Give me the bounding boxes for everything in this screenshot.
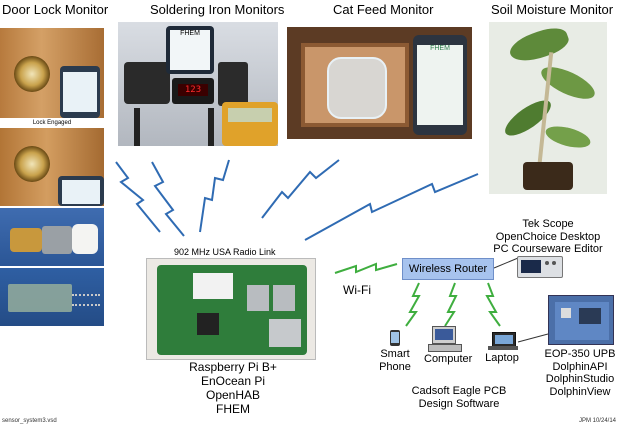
pi-label-raspberry: Raspberry Pi B+ xyxy=(189,360,277,374)
title-soil-moisture-monitor: Soil Moisture Monitor xyxy=(491,2,614,17)
eop-board-photo xyxy=(548,295,614,345)
raspberry-pi-photo xyxy=(146,258,316,360)
wifi-label: Wi-Fi xyxy=(343,283,371,297)
pi-label-enocean: EnOcean Pi xyxy=(200,374,266,388)
tek-label-openchoice: OpenChoice Desktop xyxy=(495,230,601,243)
wifi-bolt-laptop xyxy=(485,282,501,327)
soldering-phone-screen: FHEM xyxy=(170,30,210,70)
soldering-iron-photo: 123 FHEM xyxy=(118,22,278,146)
radio-link-label: 902 MHz USA Radio Link xyxy=(174,247,276,257)
radio-bolt-cat-feed xyxy=(261,159,340,219)
title-soldering-iron-monitors: Soldering Iron Monitors xyxy=(150,2,285,17)
sensor-module-photo xyxy=(0,208,104,266)
radio-bolt-soldering-1 xyxy=(151,161,185,237)
computer-label: Computer xyxy=(424,353,473,365)
smartphone-label: Smart Phone xyxy=(372,348,418,373)
deadbolt-icon xyxy=(14,56,50,92)
laptop-to-eop-line xyxy=(517,333,549,343)
eop-label-dolphinstudio: DolphinStudio xyxy=(545,373,615,385)
footer-filename: sensor_system3.vsd xyxy=(2,418,57,424)
door-lock-phone xyxy=(60,66,100,118)
router-to-scope-line xyxy=(493,257,519,269)
tek-label-courseware: PC Courseware Editor xyxy=(493,243,603,255)
pi-label-openhab: OpenHAB xyxy=(205,388,261,402)
door-lock-photo-engaged xyxy=(0,128,104,206)
wifi-bolt-smartphone xyxy=(405,282,421,327)
soldering-temperature-display: 123 xyxy=(178,84,208,96)
computer-icon xyxy=(428,326,462,352)
radio-bolt-soldering-2 xyxy=(199,159,230,233)
smartphone-icon xyxy=(390,330,400,346)
wifi-bolt-pi xyxy=(334,262,398,274)
soil-moisture-photo xyxy=(489,22,607,194)
tek-scope-labels: Tek Scope OpenChoice Desktop PC Coursewa… xyxy=(488,218,608,256)
wireless-router-box: Wireless Router xyxy=(402,258,494,280)
cat-feed-phone-screen: FHEM xyxy=(417,45,463,125)
door-lock-phone-engaged xyxy=(58,176,104,206)
pi-stack-labels: Raspberry Pi B+ EnOcean Pi OpenHAB FHEM xyxy=(150,360,316,416)
smartphone-label-line2: Phone xyxy=(379,360,411,373)
door-lock-caption: Lock Engaged xyxy=(32,120,72,126)
title-door-lock-monitor: Door Lock Monitor xyxy=(2,2,109,17)
eop-label-upb: EOP-350 UPB xyxy=(544,348,616,360)
eop-label-dolphinview: DolphinView xyxy=(549,385,611,398)
deadbolt-engaged-icon xyxy=(14,146,50,182)
laptop-icon xyxy=(488,332,518,350)
radio-bolt-door-lock xyxy=(115,161,161,233)
eop-label-dolphinapi: DolphinAPI xyxy=(552,360,608,373)
footer-author-date: JPM 10/24/14 xyxy=(578,418,616,424)
cadsoft-label-line1: Cadsoft Eagle PCB xyxy=(411,385,507,397)
cadsoft-labels: Cadsoft Eagle PCB Design Software xyxy=(404,385,514,410)
oscilloscope-icon xyxy=(517,256,563,278)
cadsoft-label-line2: Design Software xyxy=(418,397,500,410)
radio-bolt-soil xyxy=(304,173,479,241)
sensor-board-photo xyxy=(0,268,104,326)
title-cat-feed-monitor: Cat Feed Monitor xyxy=(333,2,434,17)
tek-label-scope: Tek Scope xyxy=(522,218,574,230)
wifi-bolt-computer xyxy=(444,282,458,327)
pi-label-fhem: FHEM xyxy=(216,402,250,416)
laptop-label: Laptop xyxy=(485,352,519,364)
eop-labels: EOP-350 UPB DolphinAPI DolphinStudio Dol… xyxy=(540,348,620,398)
smartphone-label-line1: Smart xyxy=(380,348,410,360)
door-lock-photo-top xyxy=(0,28,104,118)
cat-feed-photo: FHEM xyxy=(287,27,472,139)
